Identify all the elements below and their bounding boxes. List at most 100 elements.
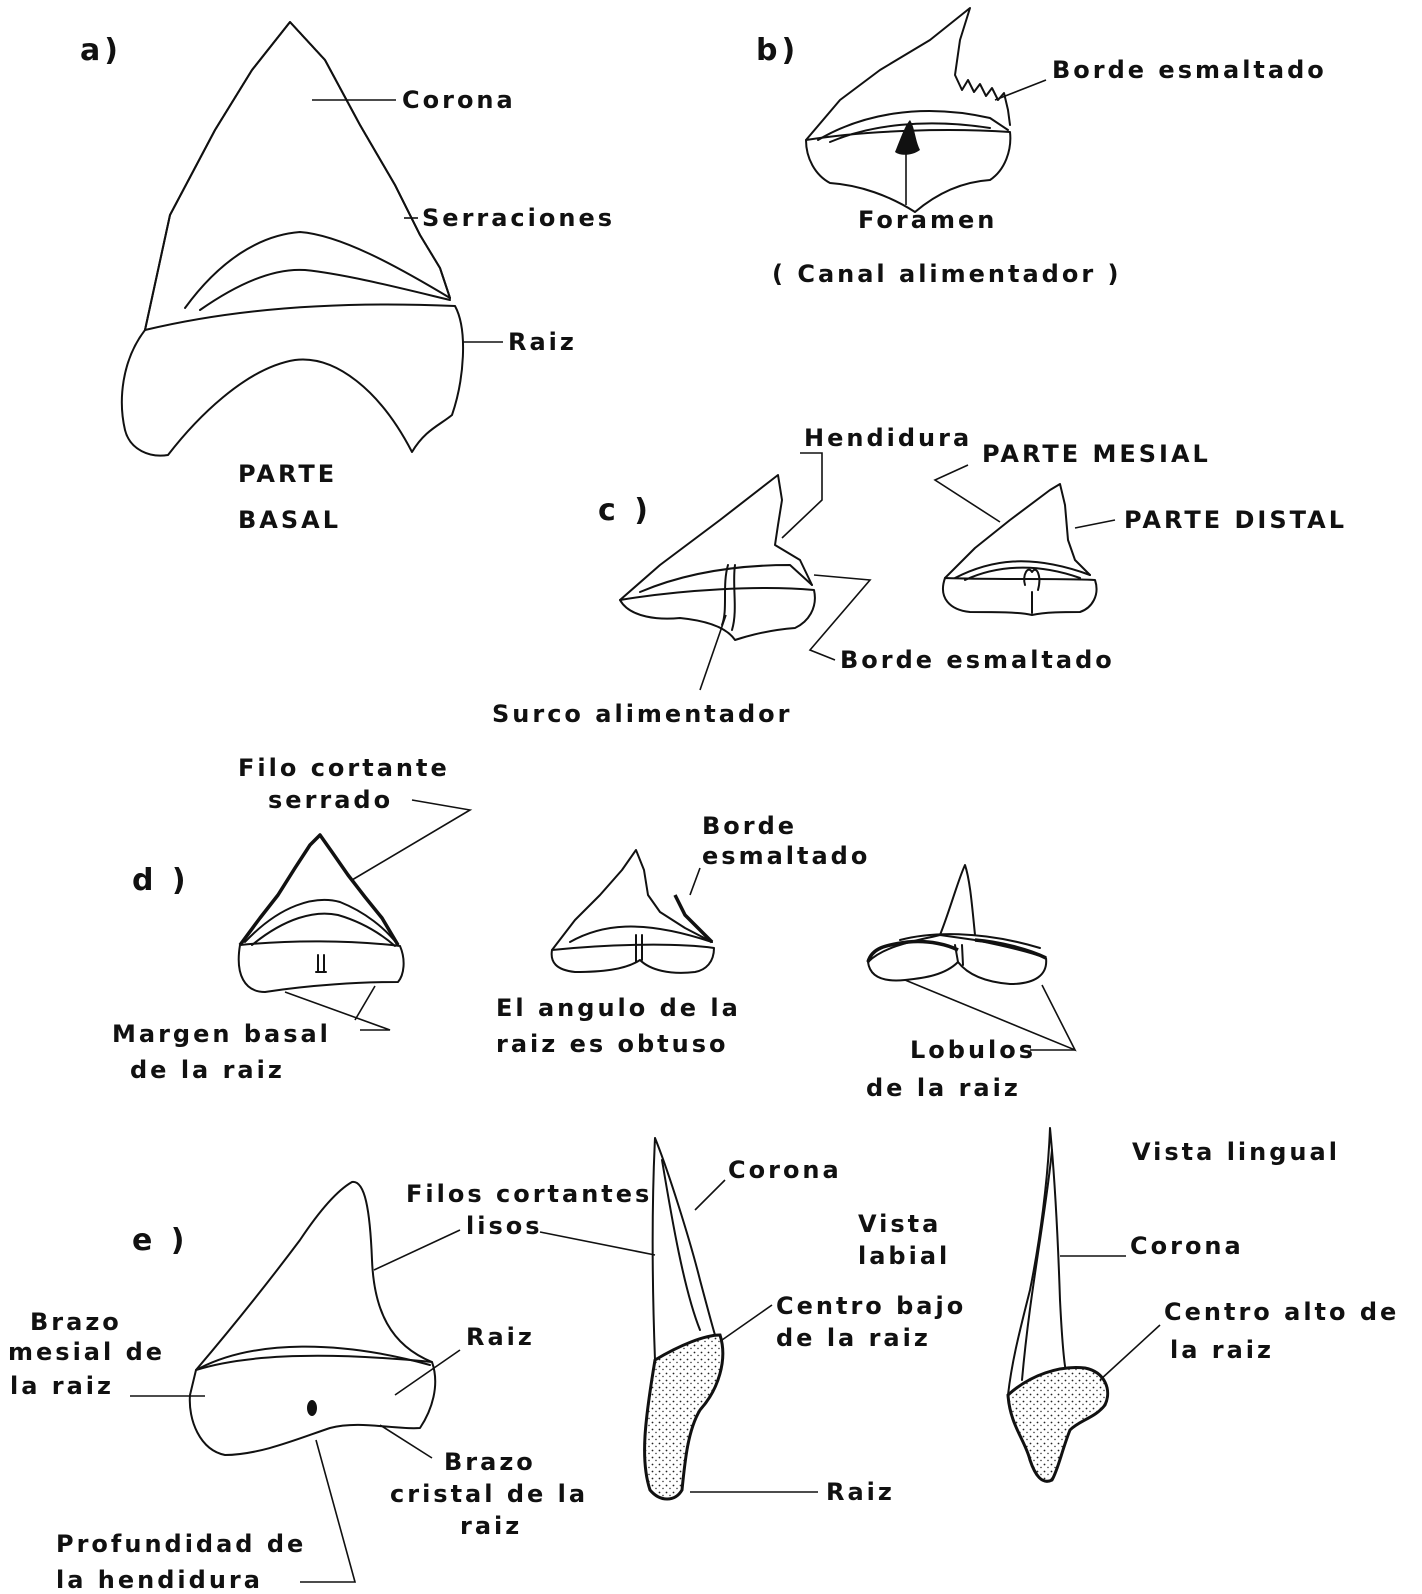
leader-c-surco [700,615,726,690]
label-a-basal: BASAL [238,506,341,534]
label-e-filos-2: lisos [466,1212,543,1240]
leader-e-raiz-front [395,1350,460,1395]
label-c-surco: Surco alimentador [492,700,792,728]
leader-e-profundidad [300,1440,355,1582]
label-d-borde-1: Borde [702,812,797,840]
tooth-d3-groove [955,945,963,965]
panel-a-letter: a) [80,33,122,68]
label-a-raiz: Raiz [508,328,577,356]
label-e-profundidad-2: la hendidura [56,1566,263,1594]
panel-b-tooth [806,8,1010,212]
tooth-d2-root [552,945,714,973]
tooth-c2-root [943,578,1097,615]
tooth-e1-enamel-line [200,1347,430,1368]
leader-c-hendidura [782,453,822,538]
label-c-distal: PARTE DISTAL [1124,506,1347,534]
tooth-d1-foramen [316,955,326,972]
leader-d-margen-2 [355,986,375,1020]
panel-e-tooth-lingual [1008,1128,1108,1481]
label-d-lobulos-1: Lobulos [910,1036,1036,1064]
label-e-corona-labial: Corona [728,1156,842,1184]
label-d-angulo-2: raiz es obtuso [496,1030,729,1058]
leader-e-centro-bajo [722,1305,772,1340]
tooth-d3-crown [940,865,975,935]
label-e-vista-labial-1: Vista [858,1210,941,1238]
label-e-brazo-mesial-3: la raiz [10,1372,114,1400]
tooth-a-crown-outline [145,22,450,330]
label-c-borde: Borde esmaltado [840,646,1115,674]
leader-d-borde [690,868,700,895]
leader-e-brazo-cristal [380,1425,432,1458]
label-c-hendidura: Hendidura [804,424,972,452]
panel-e-letter: e ) [132,1223,189,1258]
tooth-e2-crown-inner [662,1160,700,1330]
label-d-margen-2: de la raiz [130,1056,285,1084]
tooth-d1-root [239,941,404,992]
label-e-corona-lingual: Corona [1130,1232,1244,1260]
panel-e-tooth-labial [645,1138,723,1499]
label-e-vista-labial-2: labial [858,1242,950,1270]
label-d-margen-1: Margen basal [112,1020,331,1048]
panel-b-letter: b) [756,33,799,68]
tooth-d2-serration [675,895,712,942]
label-e-centro-bajo-2: de la raiz [776,1324,931,1352]
leader-e-filos-left [374,1230,460,1270]
label-a-parte: PARTE [238,460,337,488]
tooth-c1-root [620,588,815,640]
tooth-d1-crown-serrated [240,835,398,945]
leader-b-borde [995,80,1046,100]
panel-d: d ) Filo cortante serrado Margen basal d… [112,754,1075,1102]
panel-d-tooth-3 [868,865,1046,984]
tooth-b-crown [806,8,1010,140]
leader-e-centro-alto [1100,1325,1160,1380]
tooth-c2-crown [945,484,1090,578]
tooth-e2-crown [653,1138,720,1360]
tooth-e1-crown [196,1182,432,1370]
label-e-raiz-front: Raiz [466,1323,535,1351]
label-e-brazo-cristal-3: raiz [460,1512,522,1540]
label-d-lobulos-2: de la raiz [866,1074,1021,1102]
label-d-borde-2: esmaltado [702,842,870,870]
panel-b: b) Borde esmaltado Foramen ( Canal alime… [756,8,1327,288]
tooth-a-root [122,304,463,455]
panel-c-letter: c ) [598,493,652,528]
tooth-e1-foramen [307,1400,317,1416]
leader-c-mesial [935,465,1000,522]
tooth-e3-root [1008,1367,1108,1481]
panel-c-tooth-right [943,484,1097,615]
label-a-serraciones: Serraciones [422,204,615,232]
label-d-filo-2: serrado [268,786,393,814]
leader-e-corona-labial [695,1180,725,1210]
panel-c: c ) Hendidura PARTE MESIAL PARTE DISTAL … [492,424,1347,728]
panel-d-tooth-2 [552,850,714,973]
label-b-canal: ( Canal alimentador ) [772,260,1122,288]
label-d-filo-1: Filo cortante [238,754,450,782]
panel-a: a) Corona Serraciones Raiz PARTE BASAL [80,22,615,534]
tooth-a-enamel-band [185,232,450,308]
leader-e-filos-right [540,1232,655,1255]
label-e-centro-alto-2: la raiz [1170,1336,1274,1364]
label-a-corona: Corona [402,86,516,114]
tooth-e3-crown-inner [1022,1150,1052,1380]
label-e-centro-alto-1: Centro alto de [1164,1298,1399,1326]
label-e-raiz-side: Raiz [826,1478,895,1506]
label-b-borde: Borde esmaltado [1052,56,1327,84]
label-e-brazo-mesial-1: Brazo [30,1308,122,1336]
label-b-foramen: Foramen [858,206,997,234]
panel-d-letter: d ) [132,863,190,898]
tooth-d2-groove [636,935,642,962]
leader-c-distal [1075,520,1115,528]
panel-e-tooth-front [190,1182,435,1455]
tooth-e2-root [645,1335,723,1499]
label-c-mesial: PARTE MESIAL [982,440,1211,468]
label-e-brazo-cristal-1: Brazo [444,1448,536,1476]
label-e-brazo-cristal-2: cristal de la [390,1480,588,1508]
label-d-angulo-1: El angulo de la [496,994,741,1022]
label-e-centro-bajo-1: Centro bajo [776,1292,966,1320]
panel-d-tooth-1 [239,835,404,992]
panel-e: e ) Brazo mesial de la raiz Raiz Brazo c… [8,1128,1399,1594]
label-e-vista-lingual: Vista lingual [1132,1138,1340,1166]
label-e-brazo-mesial-2: mesial de [8,1338,165,1366]
